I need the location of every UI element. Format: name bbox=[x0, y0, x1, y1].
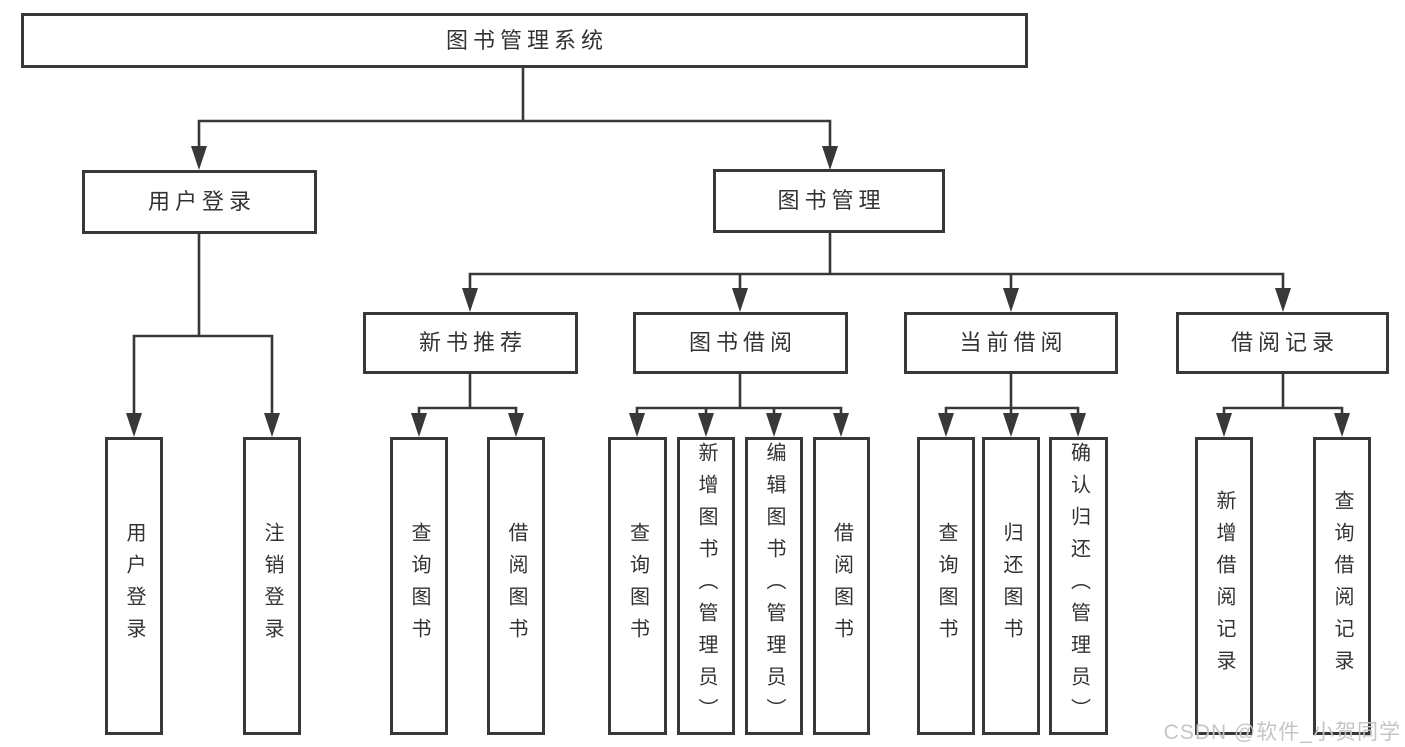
leaf-add-borrow-record: 新增借阅记录 bbox=[1195, 437, 1253, 735]
leaf-add-book-admin-label: 新增图书（管理员） bbox=[695, 442, 717, 730]
leaf-query-books-borrowing: 查询图书 bbox=[608, 437, 667, 735]
node-book-borrowing-label: 图书借阅 bbox=[688, 330, 797, 355]
node-root-label: 图书管理系统 bbox=[445, 27, 608, 53]
node-book-borrowing: 图书借阅 bbox=[633, 312, 848, 374]
leaf-query-books-current-label: 查询图书 bbox=[935, 522, 957, 650]
leaf-add-book-admin: 新增图书（管理员） bbox=[677, 437, 735, 735]
leaf-edit-book-admin: 编辑图书（管理员） bbox=[745, 437, 803, 735]
leaf-query-books-recommend-label: 查询图书 bbox=[408, 522, 430, 650]
leaf-return-book: 归还图书 bbox=[982, 437, 1040, 735]
leaf-borrow-books-recommend: 借阅图书 bbox=[487, 437, 545, 735]
leaf-query-books-recommend: 查询图书 bbox=[390, 437, 448, 735]
leaf-confirm-return-admin: 确认归还（管理员） bbox=[1049, 437, 1108, 735]
leaf-add-borrow-record-label: 新增借阅记录 bbox=[1213, 490, 1235, 682]
node-new-book-recommend: 新书推荐 bbox=[363, 312, 578, 374]
leaf-logout-label: 注销登录 bbox=[261, 522, 283, 650]
leaf-query-books-borrowing-label: 查询图书 bbox=[626, 522, 649, 650]
leaf-query-borrow-record-label: 查询借阅记录 bbox=[1331, 490, 1353, 682]
leaf-borrow-books-recommend-label: 借阅图书 bbox=[505, 522, 527, 650]
leaf-user-login-label: 用户登录 bbox=[123, 522, 145, 650]
node-borrow-records-label: 借阅记录 bbox=[1230, 330, 1339, 355]
node-book-management: 图书管理 bbox=[713, 169, 945, 233]
leaf-return-book-label: 归还图书 bbox=[1000, 522, 1022, 650]
leaf-borrow-books-label: 借阅图书 bbox=[830, 522, 853, 650]
node-new-book-recommend-label: 新书推荐 bbox=[418, 330, 527, 355]
arrowheads bbox=[126, 146, 1350, 437]
leaf-borrow-books: 借阅图书 bbox=[813, 437, 870, 735]
node-current-borrowing-label: 当前借阅 bbox=[959, 330, 1068, 355]
node-borrow-records: 借阅记录 bbox=[1176, 312, 1389, 374]
leaf-logout: 注销登录 bbox=[243, 437, 301, 735]
leaf-edit-book-admin-label: 编辑图书（管理员） bbox=[763, 442, 785, 730]
leaf-user-login: 用户登录 bbox=[105, 437, 163, 735]
leaf-query-books-current: 查询图书 bbox=[917, 437, 975, 735]
leaf-query-borrow-record: 查询借阅记录 bbox=[1313, 437, 1371, 735]
leaf-confirm-return-admin-label: 确认归还（管理员） bbox=[1067, 442, 1090, 730]
node-root: 图书管理系统 bbox=[21, 13, 1028, 68]
node-current-borrowing: 当前借阅 bbox=[904, 312, 1118, 374]
node-user-login: 用户登录 bbox=[82, 170, 317, 234]
node-book-management-label: 图书管理 bbox=[777, 188, 886, 213]
csdn-watermark: CSDN @软件_小贺同学 bbox=[1163, 721, 1401, 744]
node-user-login-label: 用户登录 bbox=[147, 189, 256, 214]
